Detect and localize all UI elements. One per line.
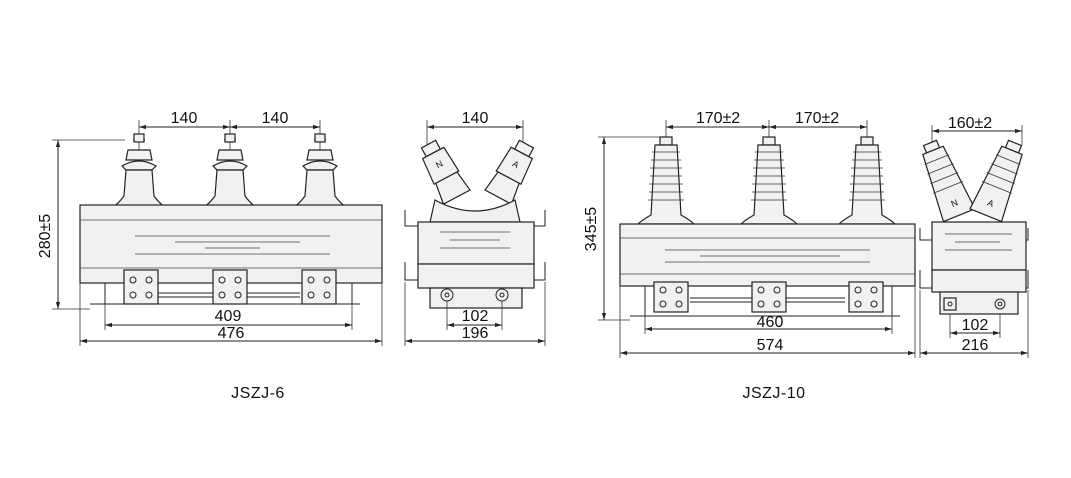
- svg-text:A: A: [986, 197, 995, 209]
- jszj6-terminal-block: [212, 269, 248, 305]
- jszj10-caption: JSZJ-10: [742, 385, 805, 402]
- jszj6-terminal-block: [123, 269, 159, 305]
- jszj10-terminal-block: [653, 281, 689, 313]
- svg-text:N: N: [949, 197, 959, 209]
- jszj6-bolt-spacing-label: 102: [462, 308, 489, 325]
- jszj6-bushing-n: N: [420, 139, 471, 205]
- jszj10-bushing-a: A: [969, 139, 1023, 223]
- jszj6-bushing-spacing-label: 140: [462, 110, 489, 127]
- jszj10-mount-label: 460: [757, 314, 784, 331]
- jszj6-mount-label: 409: [215, 308, 242, 325]
- jszj6-side-view: 140 N A 102 196: [404, 110, 546, 346]
- jszj6-overall-label: 476: [218, 325, 245, 342]
- svg-text:N: N: [434, 158, 444, 170]
- jszj10-bushing: [837, 136, 897, 225]
- jszj6-front-view: 140 140: [37, 110, 383, 346]
- jszj10-height-label: 345±5: [583, 207, 600, 251]
- jszj10-tank: [619, 223, 916, 287]
- jszj10-bushing: [636, 136, 696, 225]
- jszj6-height-label: 280±5: [37, 214, 54, 258]
- jszj10-side-view: 160±2 N A 102 216: [919, 115, 1029, 358]
- jszj10-overall-label: 574: [757, 337, 784, 354]
- jszj6-bushing-base: [429, 199, 521, 223]
- svg-text:A: A: [511, 159, 521, 171]
- jszj6-bushing: [113, 133, 165, 207]
- jszj10-bushing-n: N: [922, 139, 976, 223]
- jszj6-bushing-a: A: [484, 139, 535, 205]
- jszj6-bushing: [294, 133, 346, 207]
- jszj10-terminal-block: [848, 281, 884, 313]
- jszj10-bushing: [739, 136, 799, 225]
- jszj10-pitch-right-label: 170±2: [795, 110, 839, 127]
- jszj6-side-tank: [417, 221, 535, 265]
- jszj10-bushing-spacing-label: 160±2: [948, 115, 992, 132]
- jszj10-front-view: 170±2 170±2: [583, 110, 916, 358]
- jszj6-width-label: 196: [462, 325, 489, 342]
- jszj6-terminal-block: [301, 269, 337, 305]
- jszj6-pitch-right-label: 140: [262, 110, 289, 127]
- jszj6-bushing: [204, 133, 256, 207]
- jszj10-width-label: 216: [962, 337, 989, 354]
- jszj6-pitch-left-label: 140: [171, 110, 198, 127]
- jszj10-bolt-spacing-label: 102: [962, 317, 989, 334]
- jszj10-pitch-left-label: 170±2: [696, 110, 740, 127]
- jszj10-side-tank: [931, 221, 1027, 271]
- jszj6-caption: JSZJ-6: [231, 385, 285, 402]
- jszj10-terminal-block: [751, 281, 787, 313]
